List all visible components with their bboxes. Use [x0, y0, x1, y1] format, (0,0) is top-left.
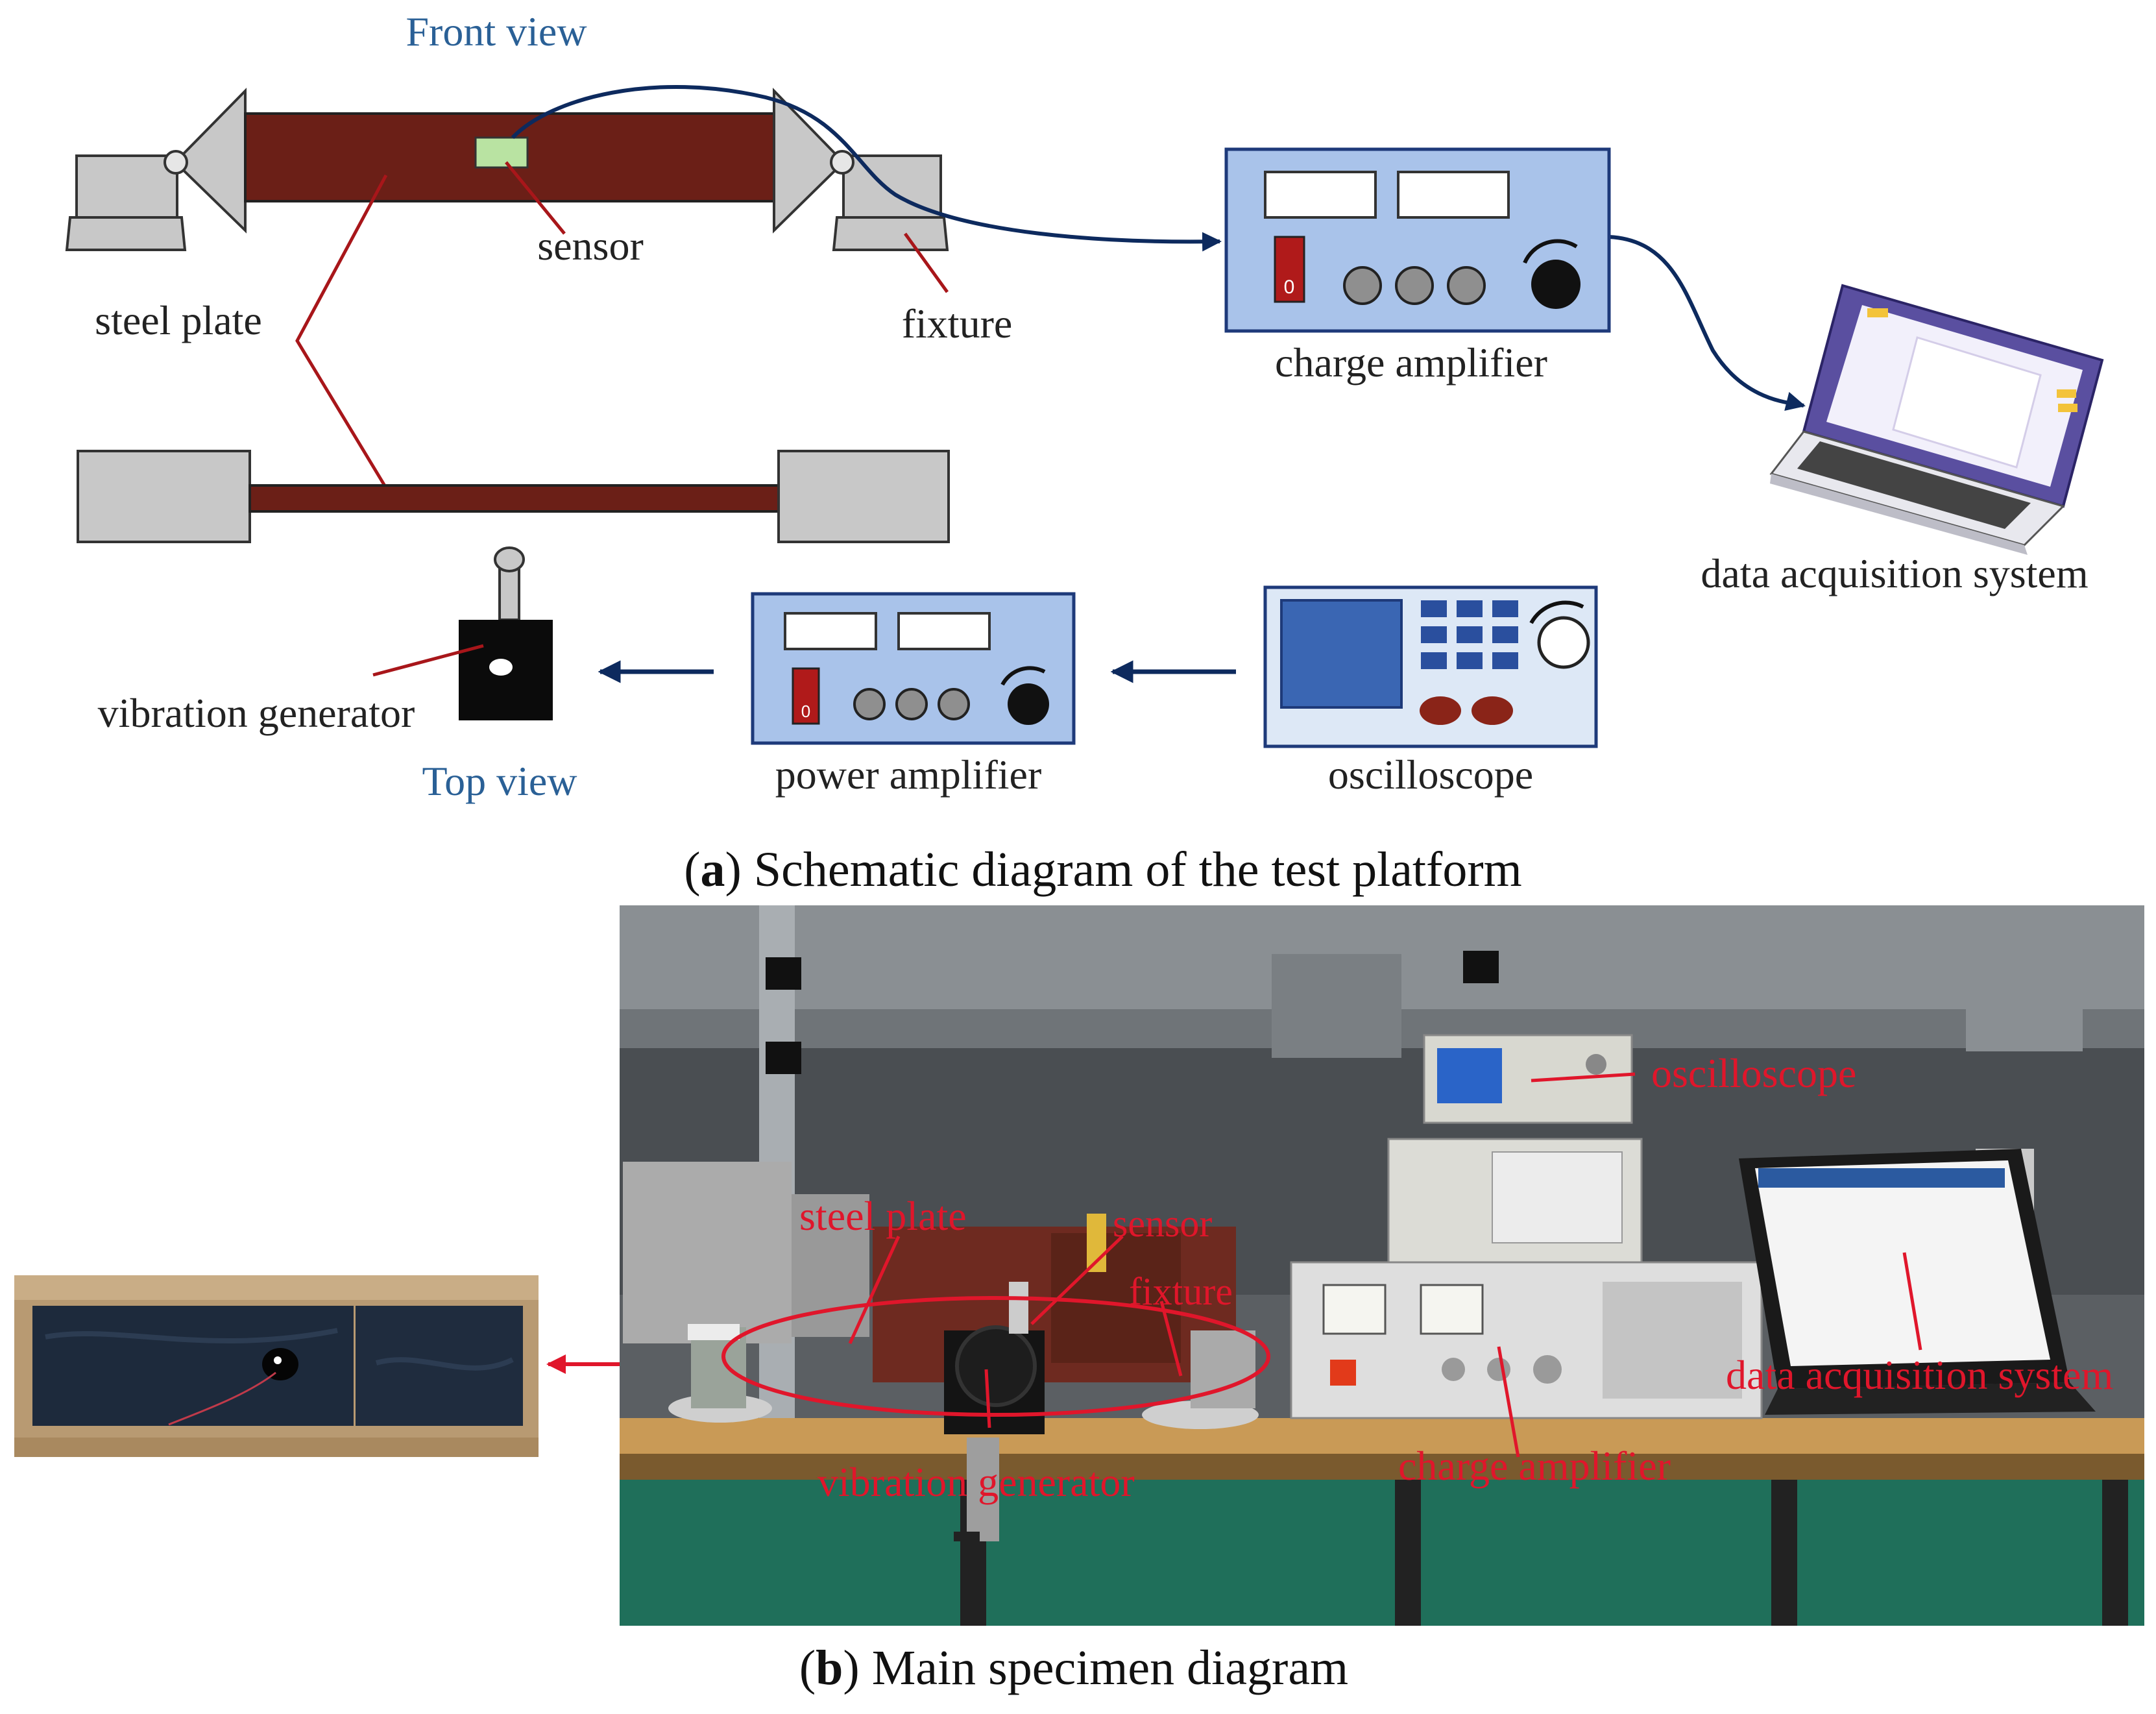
photo-charge-amp-leader — [1497, 1346, 1520, 1458]
top-view-assembly — [77, 450, 950, 543]
photo-steel-plate-leader — [848, 1235, 901, 1345]
photo-generator-leader — [984, 1369, 991, 1428]
sensor-label: sensor — [537, 223, 644, 269]
sensor-leader — [505, 161, 566, 235]
photo-oscilloscope-label: oscilloscope — [1651, 1050, 1856, 1096]
oscilloscope-device — [1263, 585, 1598, 748]
photo-daq-label: data acquisition system — [1726, 1352, 2113, 1398]
specimen-inset-photo — [14, 1275, 539, 1457]
left-pivot — [164, 150, 188, 175]
photo-sensor-label: sensor — [1113, 1202, 1212, 1245]
charge-amplifier-label: charge amplifier — [1275, 339, 1547, 386]
power-amplifier-device: 0 — [751, 592, 1076, 745]
photo-sensor-leader — [1030, 1235, 1124, 1325]
left-fixture-base — [65, 216, 187, 251]
steel-plate-label: steel plate — [95, 297, 262, 343]
right-pivot — [830, 150, 854, 175]
right-clamp-wedge — [773, 88, 845, 234]
caption-a: (a) Schematic diagram of the test platfo… — [684, 842, 1522, 897]
laptop-icon — [1769, 284, 2104, 555]
amplifier-knob — [1531, 260, 1581, 309]
power-switch — [1274, 236, 1305, 303]
photo-charge-amplifier-label: charge amplifier — [1398, 1443, 1671, 1489]
sensor-to-amplifier-cable — [511, 84, 1222, 252]
photo-oscilloscope-leader — [1531, 1072, 1636, 1083]
photo-vibration-generator-label: vibration generator — [818, 1459, 1135, 1505]
right-fixture-base — [832, 216, 949, 251]
lab-bench — [620, 1418, 2144, 1454]
fixture-leader — [903, 232, 949, 293]
charge-amplifier-device: 0 — [1224, 147, 1611, 333]
oscilloscope-label: oscilloscope — [1328, 752, 1533, 798]
amplifier-to-laptop-cable — [1608, 235, 1806, 411]
svg-text:0: 0 — [801, 702, 810, 721]
vibration-generator-leader — [372, 644, 484, 677]
left-fixture-block — [75, 154, 178, 219]
photo-daq-leader — [1902, 1252, 1922, 1351]
caption-b-text: ) Main specimen diagram — [843, 1641, 1348, 1695]
sensor-patch — [474, 136, 529, 169]
specimen-highlight-ellipse — [721, 1296, 1270, 1417]
front-view-assembly — [65, 88, 949, 251]
caption-b: (b) Main specimen diagram — [799, 1641, 1348, 1695]
vibration-generator-label: vibration generator — [98, 690, 415, 736]
steel-plate-leader — [295, 174, 391, 495]
lab-photo — [620, 905, 2144, 1626]
photo-steel-plate-label: steel plate — [799, 1193, 967, 1239]
top-view-heading: Top view — [422, 758, 577, 804]
steel-plate-top — [248, 484, 780, 513]
panel-b-photo: oscilloscope steel plate sensor fixture … — [14, 905, 2144, 1695]
vibration-generator-device — [459, 546, 553, 720]
data-acquisition-label: data acquisition system — [1701, 550, 2088, 596]
front-view-heading: Front view — [406, 8, 587, 55]
photo-fixture-leader — [1159, 1301, 1183, 1377]
panel-a-schematic: Front view steel plate sensor fixture — [65, 8, 2104, 897]
specimen-sensor — [262, 1348, 298, 1380]
photo-fixture-label: fixture — [1129, 1270, 1233, 1313]
fixture-label: fixture — [902, 300, 1013, 347]
svg-text:0: 0 — [1284, 276, 1295, 298]
caption-a-text: ) Schematic diagram of the test platform — [725, 842, 1522, 897]
power-amplifier-label: power amplifier — [775, 752, 1042, 798]
caption-b-letter: b — [816, 1641, 843, 1695]
caption-a-letter: a — [701, 842, 725, 897]
